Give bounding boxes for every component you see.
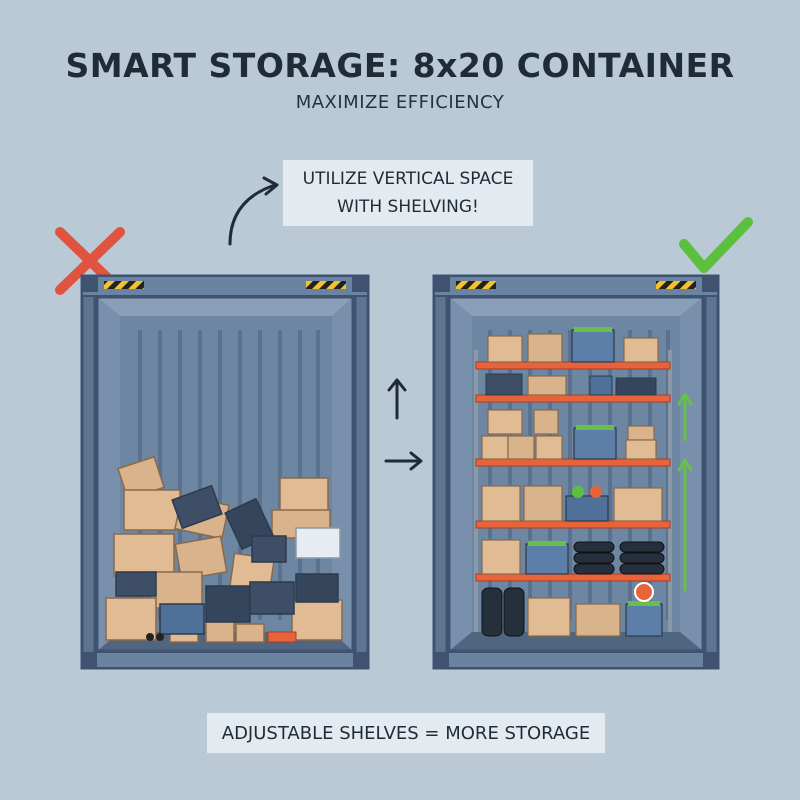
organized-container [432, 274, 720, 670]
tip-callout: UTILIZE VERTICAL SPACE WITH SHELVING! [283, 160, 533, 226]
tip-line-1: UTILIZE VERTICAL SPACE [302, 169, 514, 189]
page-title: SMART STORAGE: 8x20 CONTAINER [65, 46, 735, 85]
shelves [475, 361, 671, 582]
tip-line-2: WITH SHELVING! [337, 197, 479, 217]
footer-caption: ADJUSTABLE SHELVES = MORE STORAGE [207, 713, 605, 753]
page-subtitle: MAXIMIZE EFFICIENCY [295, 92, 505, 113]
messy-container [80, 274, 370, 670]
arrow-right-icon [384, 451, 423, 471]
check-mark-icon [679, 217, 753, 273]
arrow-up-icon [387, 378, 407, 420]
curved-arrow-icon [228, 176, 279, 246]
vertical-space-arrows [677, 392, 693, 592]
